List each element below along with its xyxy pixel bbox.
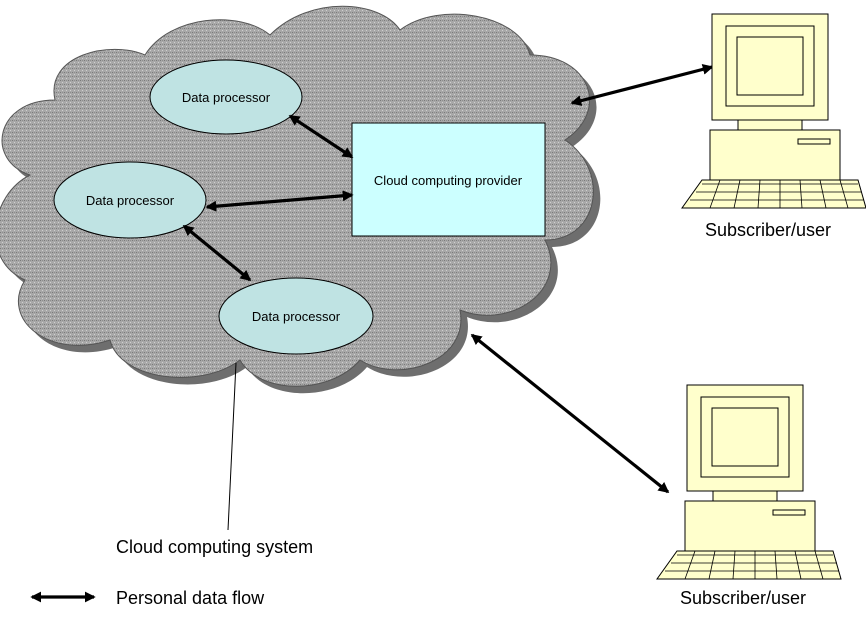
- flow-arrow-cloud-subscriber1: [570, 64, 714, 106]
- data-processor-3-label: Data processor: [252, 309, 341, 324]
- flow-arrow-cloud-subscriber2: [470, 333, 670, 494]
- data-flow-arrows: [182, 64, 714, 494]
- provider-box: [351, 122, 546, 237]
- computer-icon: [681, 13, 866, 209]
- flow-arrow-processor2-processor3: [182, 224, 252, 282]
- legend: Personal data flow: [30, 588, 265, 608]
- subscriber-1-label: Subscriber/user: [705, 220, 831, 240]
- data-processor-3: [218, 277, 374, 355]
- data-processor-1-label: Data processor: [182, 90, 271, 105]
- computer-icon: [656, 384, 842, 580]
- cloud-label-pointer: [227, 362, 237, 531]
- legend-label: Personal data flow: [116, 588, 265, 608]
- flow-arrow-processor1-provider: [288, 114, 354, 159]
- flow-arrow-processor2-provider: [205, 190, 354, 212]
- provider-label: Cloud computing provider: [374, 173, 523, 188]
- data-processor-1: [149, 59, 303, 135]
- subscriber-2-label: Subscriber/user: [680, 588, 806, 608]
- cloud-label: Cloud computing system: [116, 537, 313, 557]
- data-processor-2-label: Data processor: [86, 193, 175, 208]
